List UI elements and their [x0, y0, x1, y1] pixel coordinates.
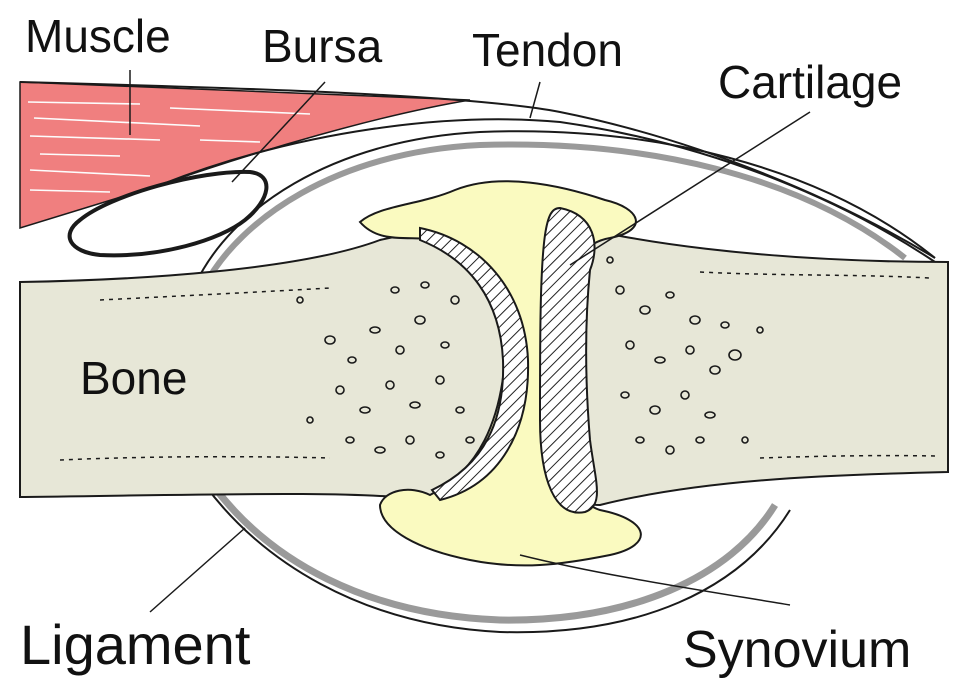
label-bursa: Bursa	[262, 20, 383, 72]
label-muscle: Muscle	[25, 10, 171, 62]
label-bone: Bone	[80, 352, 187, 404]
label-tendon: Tendon	[472, 24, 623, 76]
label-ligament: Ligament	[20, 613, 251, 676]
bone-right	[547, 222, 948, 505]
label-cartilage: Cartilage	[718, 56, 902, 108]
label-synovium: Synovium	[683, 621, 911, 679]
